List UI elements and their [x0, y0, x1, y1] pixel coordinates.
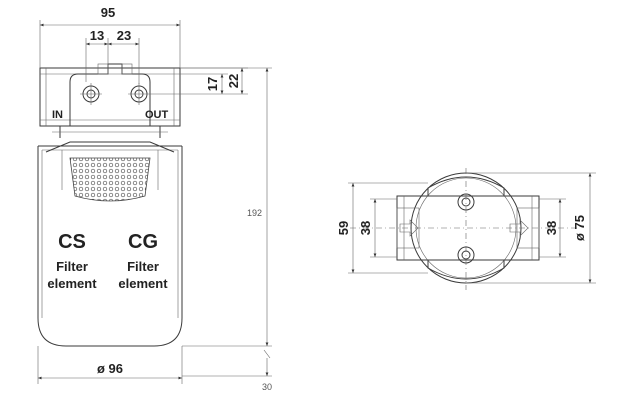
port-in-label: IN	[52, 109, 63, 121]
element-code-cg: CG	[128, 231, 158, 253]
dimension-offsets: 13 23	[85, 28, 140, 84]
dimension-offset-13: 13	[90, 28, 104, 43]
dimension-height-17: 17	[205, 77, 220, 91]
dimension-diameter-75: ø 75	[466, 172, 596, 284]
dimension-height-38-right: 38	[539, 198, 566, 258]
dimension-total-height: 192	[180, 67, 272, 347]
dimension-height-38-left: 38	[358, 198, 397, 258]
filter-neck	[52, 126, 168, 138]
dimension-offset-23: 23	[117, 28, 131, 43]
filter-mesh	[61, 150, 159, 202]
dimension-width-95: 95	[39, 5, 181, 68]
dimension-diameter-96-text: ø 96	[97, 361, 123, 376]
dimension-clearance-text: 30	[262, 382, 272, 392]
filter-head: IN OUT	[39, 63, 181, 127]
dimension-width-95-text: 95	[101, 5, 115, 20]
element-code-cs: CS	[58, 231, 86, 253]
dimension-height-38-left-text: 38	[358, 221, 373, 235]
element-label-cg: CG Filter element	[118, 231, 168, 291]
port-out-label: OUT	[145, 109, 169, 121]
element-label-cs: CS Filter element	[47, 231, 97, 291]
element-text-cs-line2: element	[47, 276, 97, 291]
dimension-height-59-text: 59	[336, 221, 351, 235]
front-view: IN OUT CS Filter elem	[37, 5, 272, 392]
dimension-height-38-right-text: 38	[544, 221, 559, 235]
top-view: 59 38 38 ø 75	[336, 168, 596, 290]
dimension-clearance: 30	[182, 349, 272, 392]
dimension-total-height-text: 192	[247, 208, 262, 218]
dimension-diameter-75-text: ø 75	[572, 215, 587, 241]
element-text-cs-line1: Filter	[56, 259, 88, 274]
flow-arrow-in	[399, 219, 419, 237]
element-text-cg-line2: element	[118, 276, 168, 291]
dimension-diameter-96: ø 96	[37, 346, 183, 384]
dimension-heights: 17 22	[150, 67, 248, 95]
dimension-height-59: 59	[336, 182, 428, 274]
head-bolt-right	[128, 83, 150, 105]
head-bolt-left	[80, 83, 102, 105]
element-text-cg-line1: Filter	[127, 259, 159, 274]
flow-arrow-out	[509, 219, 529, 237]
filter-canister	[37, 141, 183, 347]
dimension-height-22: 22	[226, 74, 241, 88]
